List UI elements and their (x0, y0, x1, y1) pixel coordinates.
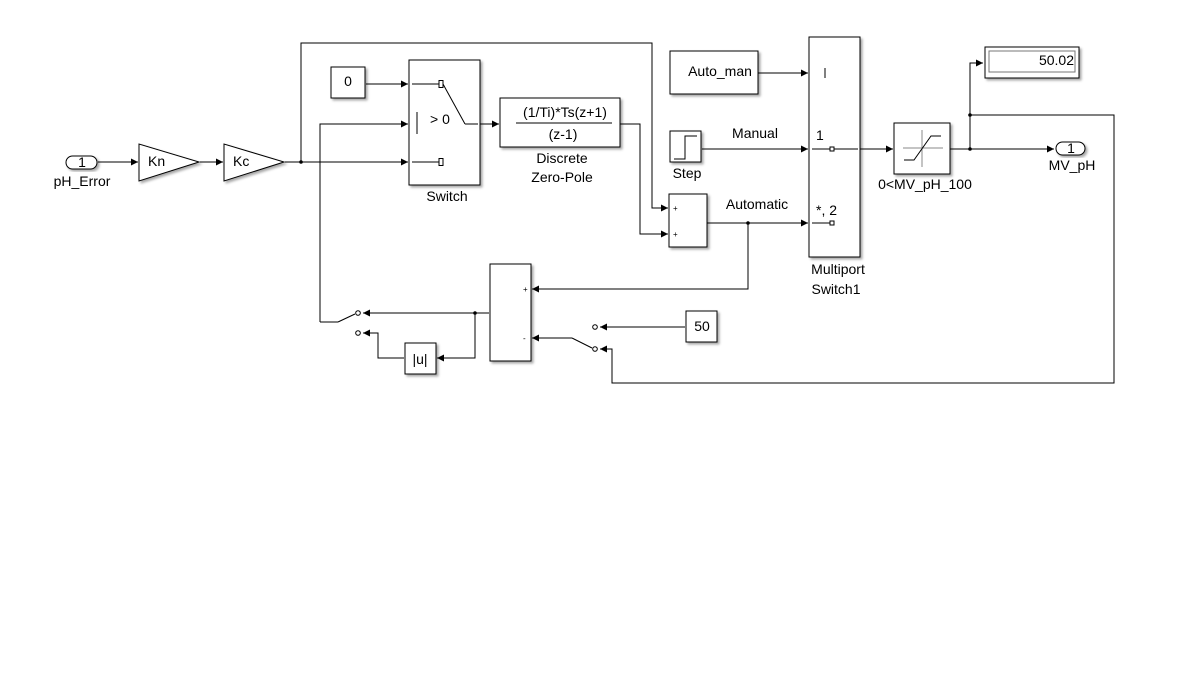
sum-bottom-sign-1: + (523, 285, 528, 294)
signal-lines (98, 42, 1115, 384)
switch-label: Switch (426, 188, 467, 204)
manual-signal-label: Manual (732, 125, 778, 141)
step-label: Step (673, 165, 702, 181)
zero-pole-denominator: (z-1) (549, 126, 578, 142)
saturation-block[interactable]: 0<MV_pH_100 (878, 122, 972, 192)
multiport-port-1: 1 (816, 127, 824, 143)
constant-50-block[interactable]: 50 (685, 310, 718, 343)
step-block[interactable]: Step (669, 130, 702, 181)
constant-zero-value: 0 (344, 73, 352, 89)
sum-bottom-block[interactable]: + - (489, 263, 532, 362)
zero-pole-numerator: (1/Ti)*Ts(z+1) (523, 104, 607, 120)
switch-threshold: > 0 (430, 111, 450, 127)
outport-block[interactable]: 1 MV_pH (1049, 140, 1096, 173)
discrete-zero-pole-block[interactable]: (1/Ti)*Ts(z+1) (z-1) Discrete Zero-Pole (499, 97, 621, 185)
inport-block[interactable]: 1 pH_Error (54, 154, 111, 189)
zero-pole-label-2: Zero-Pole (531, 169, 593, 185)
outport-number: 1 (1067, 140, 1075, 156)
junction-dots (299, 113, 972, 315)
auto-man-label: Auto_man (688, 63, 752, 79)
multiport-port-2: *, 2 (816, 202, 837, 218)
sum-top-sign-1: + (673, 204, 678, 213)
multiport-label-1: Multiport (811, 261, 865, 277)
multiport-label-2: Switch1 (811, 281, 860, 297)
manual-switch-right[interactable] (571, 324, 598, 352)
switch-block[interactable]: > 0 Switch (408, 59, 481, 204)
multiport-switch-block[interactable]: 1 *, 2 Multiport Switch1 (808, 36, 865, 297)
gain-kn-block[interactable]: Kn (138, 143, 201, 182)
manual-switch-left[interactable] (320, 310, 361, 336)
constant-zero-block[interactable]: 0 (330, 66, 366, 99)
gain-kc-block[interactable]: Kc (223, 143, 286, 182)
display-value: 50.02 (1039, 52, 1074, 68)
gain-kc-label: Kc (233, 153, 249, 169)
sum-bottom-sign-2: - (523, 334, 526, 343)
gain-kn-label: Kn (148, 153, 165, 169)
saturation-label: 0<MV_pH_100 (878, 176, 972, 192)
display-block[interactable]: 50.02 (984, 46, 1080, 79)
automatic-signal-label: Automatic (726, 196, 788, 212)
sum-top-sign-2: + (673, 230, 678, 239)
inport-number: 1 (78, 154, 86, 170)
outport-label: MV_pH (1049, 157, 1096, 173)
inport-label: pH_Error (54, 173, 111, 189)
sum-top-block[interactable]: + + (668, 193, 708, 248)
auto-man-block[interactable]: Auto_man (669, 50, 759, 95)
abs-block[interactable]: |u| (404, 342, 437, 375)
constant-50-value: 50 (694, 318, 710, 334)
zero-pole-label-1: Discrete (536, 150, 588, 166)
abs-label: |u| (412, 351, 427, 367)
